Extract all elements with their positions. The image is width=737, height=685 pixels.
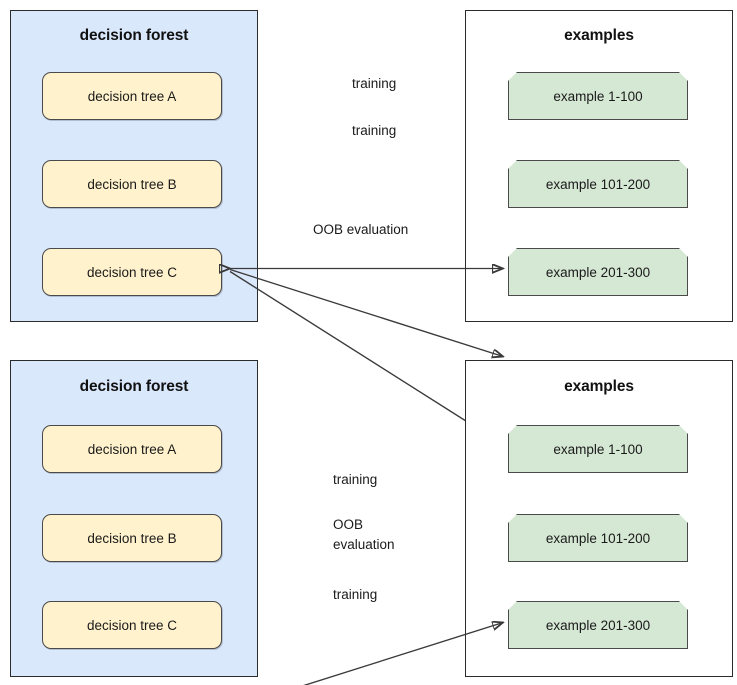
example-node-label: example 1-100 — [553, 88, 643, 104]
example-node-101-200-bottom[interactable]: example 101-200 — [508, 514, 688, 562]
tree-node-b-bottom[interactable]: decision tree B — [42, 514, 222, 562]
tree-node-label: decision tree A — [87, 88, 177, 104]
tree-node-label: decision tree C — [86, 617, 178, 633]
example-node-201-300-top[interactable]: example 201-300 — [508, 248, 688, 296]
tree-node-label: decision tree C — [86, 264, 178, 280]
decision-forest-title-bottom: decision forest — [79, 378, 189, 395]
tree-node-c-bottom[interactable]: decision tree C — [42, 601, 222, 649]
example-node-label: example 1-100 — [553, 441, 643, 457]
example-node-shape — [508, 514, 688, 562]
example-node-label: example 201-300 — [545, 617, 651, 633]
panel-bottom: decision forest decision tree A decision… — [0, 345, 737, 685]
tree-node-label: decision tree B — [87, 530, 177, 546]
edge-label-training-2-top: training — [352, 123, 397, 138]
edge-label-training-2-bottom: training — [333, 587, 378, 602]
tree-node-b-top[interactable]: decision tree B — [42, 160, 222, 208]
examples-title-bottom: examples — [564, 378, 634, 395]
example-node-shape — [508, 601, 688, 649]
edge-label-evaluation-bottom: evaluation — [333, 537, 395, 552]
example-node-shape — [508, 248, 688, 296]
panel-top: decision forest decision tree A decision… — [0, 0, 737, 340]
example-node-1-100-bottom[interactable]: example 1-100 — [508, 425, 688, 473]
arrow-tree-a-to-example-101-200 — [229, 268, 503, 357]
edge-label-training-1-bottom: training — [333, 472, 378, 487]
tree-node-label: decision tree A — [87, 441, 177, 457]
example-node-201-300-bottom[interactable]: example 201-300 — [508, 601, 688, 649]
example-node-shape — [508, 160, 688, 208]
tree-node-a-bottom[interactable]: decision tree A — [42, 425, 222, 473]
example-node-shape — [508, 72, 688, 120]
example-node-label: example 101-200 — [545, 530, 651, 546]
edge-label-training-1-top: training — [352, 76, 397, 91]
arrow-tree-b-to-example-1-100 — [303, 623, 503, 685]
decision-forest-title-top: decision forest — [79, 27, 189, 44]
example-node-shape — [508, 425, 688, 473]
example-node-label: example 201-300 — [545, 264, 651, 280]
tree-node-label: decision tree B — [87, 176, 177, 192]
edge-label-oob-bottom: OOB — [333, 517, 364, 532]
example-node-1-100-top[interactable]: example 1-100 — [508, 72, 688, 120]
examples-title-top: examples — [564, 27, 634, 44]
tree-node-a-top[interactable]: decision tree A — [42, 72, 222, 120]
edge-label-oob-evaluation-top: OOB evaluation — [313, 222, 409, 237]
example-node-101-200-top[interactable]: example 101-200 — [508, 160, 688, 208]
tree-node-c-top[interactable]: decision tree C — [42, 248, 222, 296]
example-node-label: example 101-200 — [545, 176, 651, 192]
